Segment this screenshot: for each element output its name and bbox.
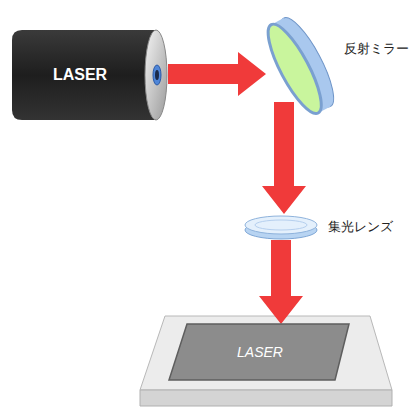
work-plate <box>169 324 349 380</box>
laser-body <box>12 30 156 120</box>
laser-beam-arrow <box>262 102 306 214</box>
laser-beam-arrow <box>259 240 303 324</box>
lens-face <box>245 216 317 234</box>
base-front <box>140 390 392 406</box>
laser-node: LASER <box>10 28 168 122</box>
lens-shape <box>244 214 318 240</box>
mirror-face <box>259 18 331 119</box>
base-top <box>140 316 392 390</box>
plate-node: LASER <box>165 324 355 380</box>
laser-aperture-core <box>155 70 159 80</box>
laser-aperture <box>153 65 161 85</box>
lens-node: 集光レンズ <box>244 214 318 240</box>
laser-face <box>145 30 167 120</box>
laser-beam-arrow <box>168 52 266 96</box>
engraved-text: LASER <box>237 344 283 360</box>
lens-highlight <box>255 220 307 230</box>
mirror-node: 反射ミラー <box>266 22 338 102</box>
mirror-shape <box>266 22 338 102</box>
part-label: 集光レンズ <box>328 218 393 236</box>
part-label: 反射ミラー <box>344 40 409 58</box>
laser-label: LASER <box>53 66 107 84</box>
